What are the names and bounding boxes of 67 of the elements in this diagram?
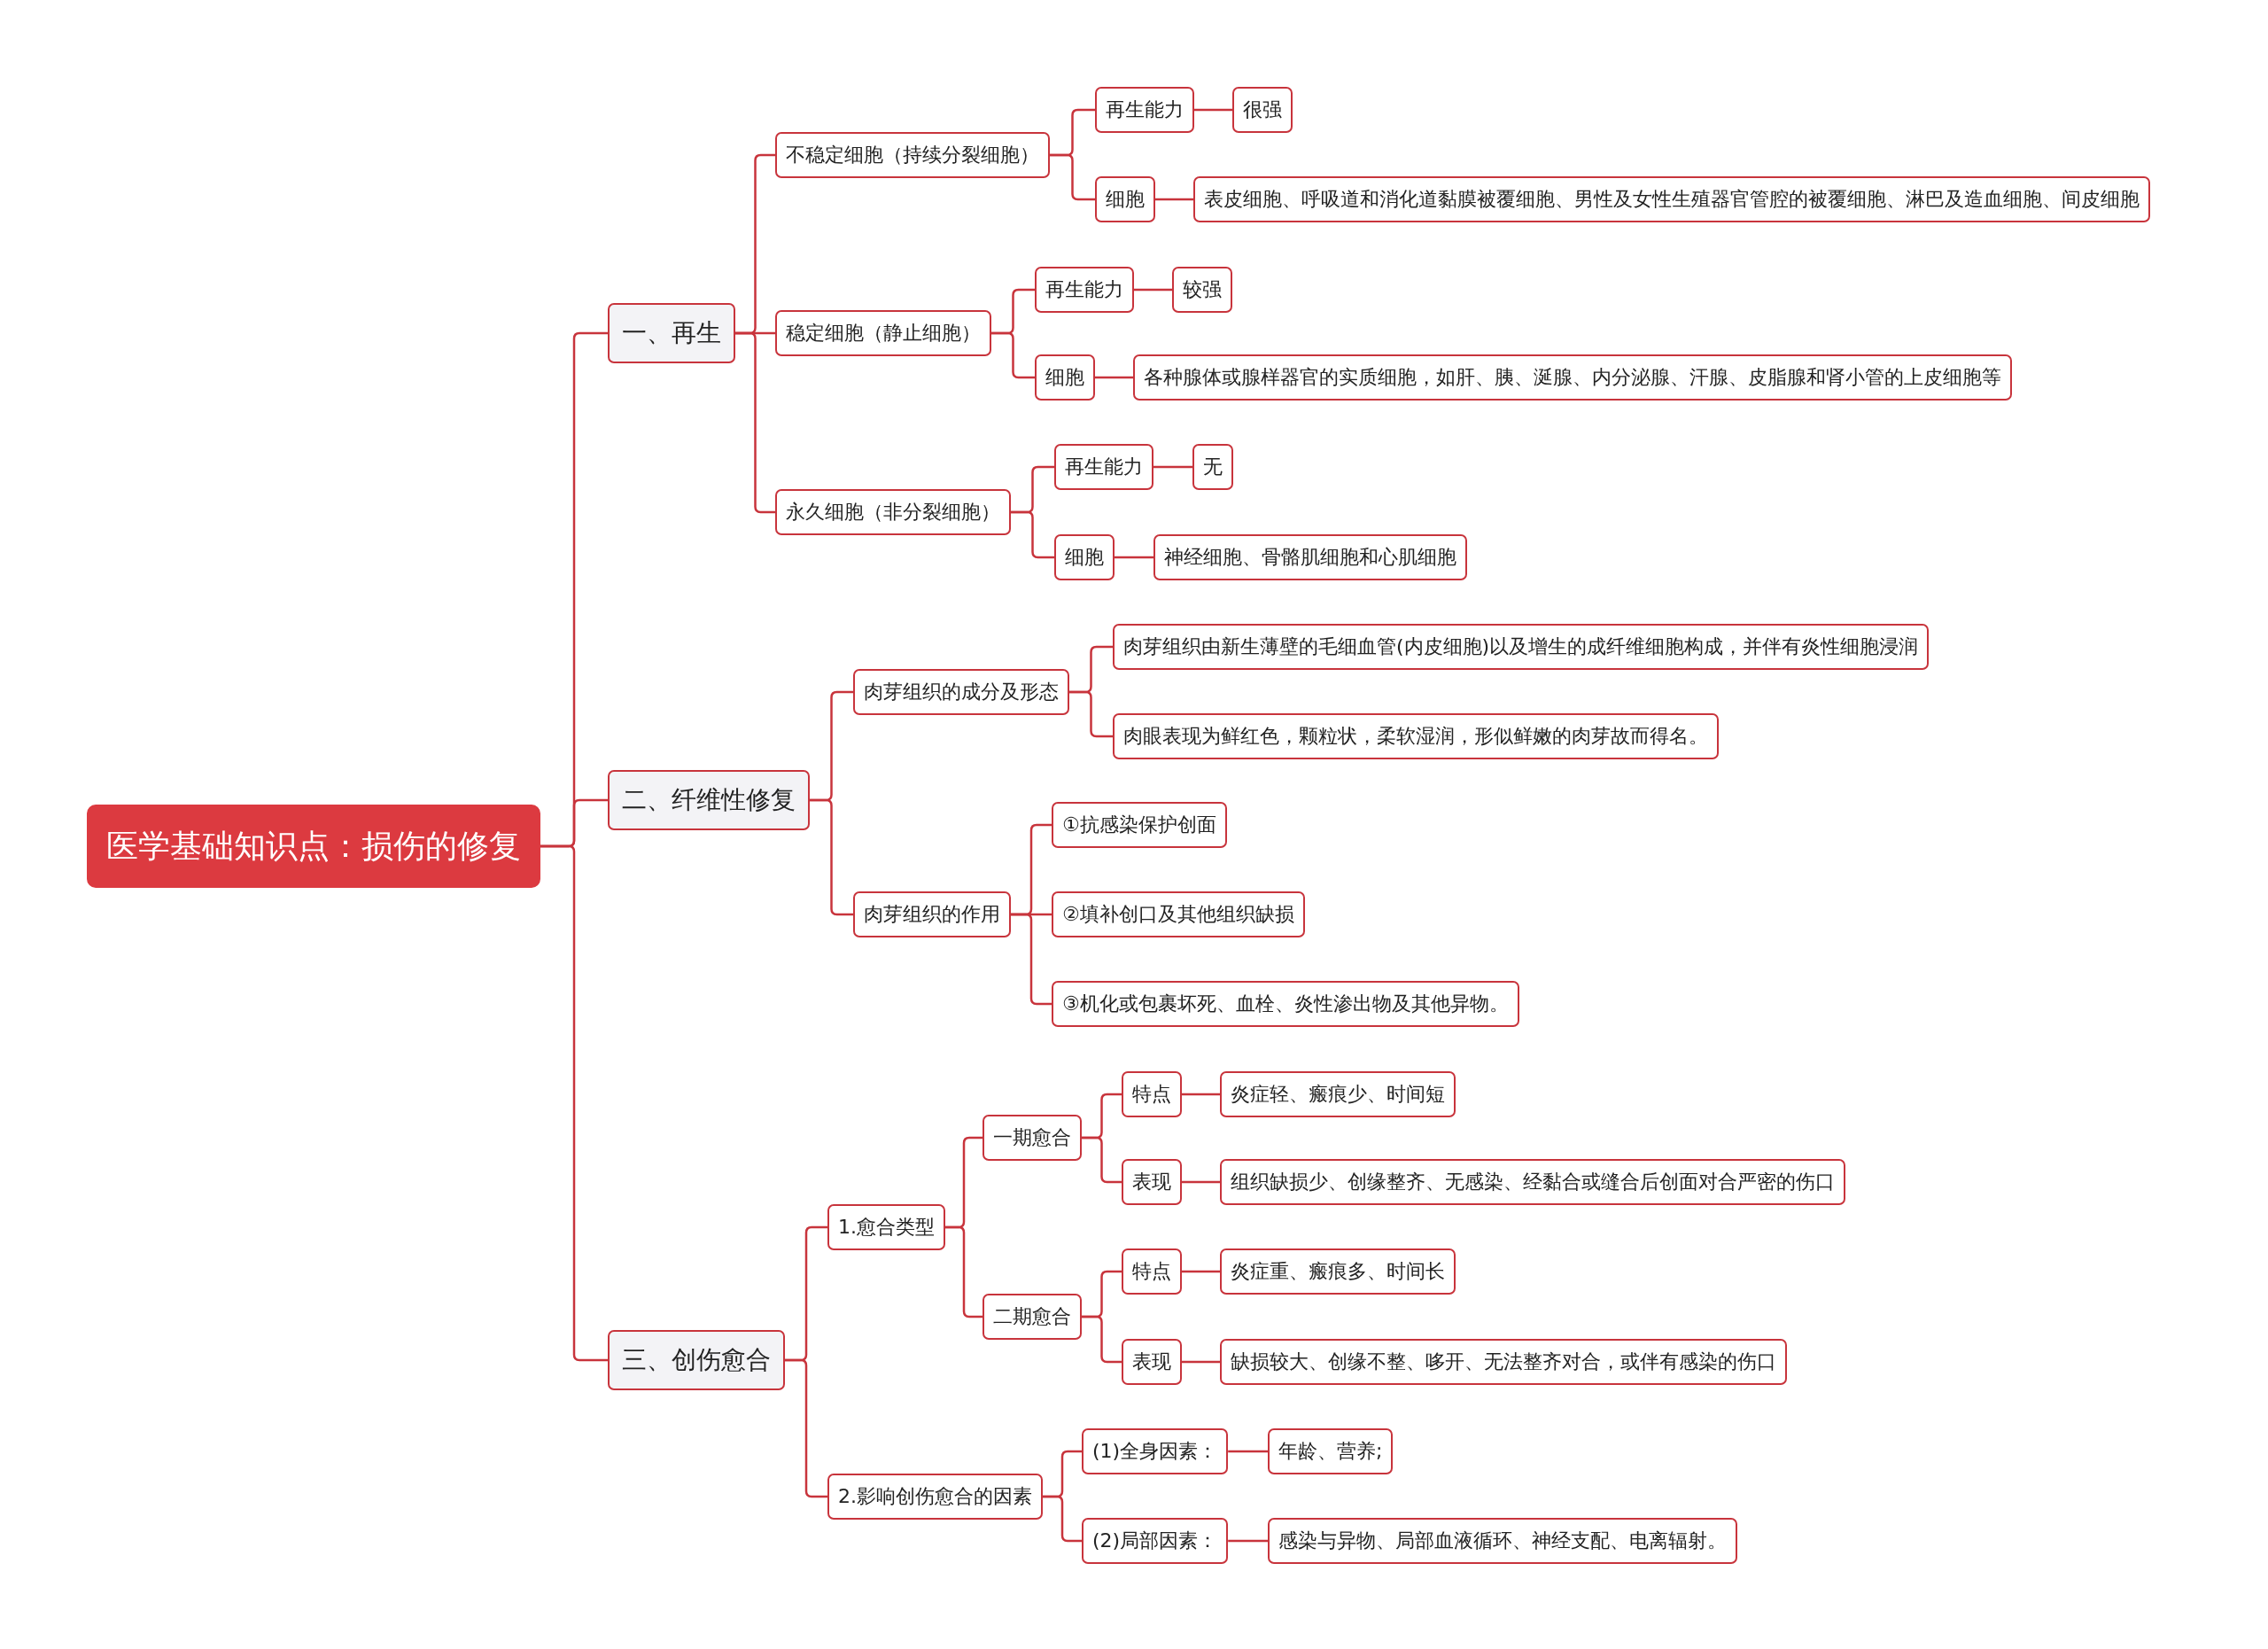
topic-box: 肉芽组织的作用: [853, 891, 1011, 937]
topic-box: 细胞: [1035, 354, 1095, 401]
topic-box: 肉芽组织的成分及形态: [853, 669, 1069, 715]
topic-box: 再生能力: [1054, 444, 1153, 490]
topic-box: (2)局部因素：: [1082, 1518, 1229, 1564]
topic-box: ②填补创口及其他组织缺损: [1052, 891, 1305, 937]
topic-box: 细胞: [1095, 176, 1155, 222]
main-topic-box: 二、纤维性修复: [608, 770, 810, 830]
topic-box: 细胞: [1054, 534, 1115, 580]
connector-line: [1115, 556, 1153, 559]
topic-box: 炎症轻、瘢痕少、时间短: [1220, 1071, 1456, 1117]
topic-box: 缺损较大、创缘不整、哆开、无法整齐对合，或伴有感染的伤口: [1220, 1339, 1787, 1385]
topic-box: 感染与异物、局部血液循环、神经支配、电离辐射。: [1268, 1518, 1737, 1564]
connector-line: [1050, 153, 1095, 201]
connector-line: [945, 1225, 983, 1318]
topic-box: 特点: [1122, 1248, 1182, 1295]
topic-box: 特点: [1122, 1071, 1182, 1117]
connector-line: [1153, 465, 1192, 469]
topic-box: 炎症重、瘢痕多、时间长: [1220, 1248, 1456, 1295]
topic-box: 再生能力: [1035, 267, 1134, 313]
connector-line: [1228, 1539, 1268, 1543]
connector-line: [1182, 1360, 1220, 1364]
topic-box: 永久细胞（非分裂细胞）: [775, 489, 1011, 535]
connector-line: [1069, 690, 1113, 738]
topic-box: ③机化或包裹坏死、血栓、炎性渗出物及其他异物。: [1052, 981, 1519, 1027]
topic-box: 神经细胞、骨骼肌细胞和心肌细胞: [1153, 534, 1467, 580]
main-topic-box: 三、创伤愈合: [608, 1330, 785, 1390]
connector-line: [1182, 1093, 1220, 1096]
connector-line: [735, 331, 775, 514]
connector-line: [1011, 510, 1054, 559]
topic-box: 表皮细胞、呼吸道和消化道黏膜被覆细胞、男性及女性生殖器官管腔的被覆细胞、淋巴及造血细胞、间皮细胞: [1193, 176, 2150, 222]
topic-box: 各种腺体或腺样器官的实质细胞，如肝、胰、涎腺、内分泌腺、汗腺、皮脂腺和肾小管的上皮细胞等: [1133, 354, 2012, 401]
topic-box: ①抗感染保护创面: [1052, 802, 1227, 848]
topic-box: 很强: [1232, 87, 1293, 133]
topic-box: 表现: [1122, 1159, 1182, 1205]
connector-line: [1082, 1315, 1122, 1364]
connector-line: [785, 1358, 827, 1498]
topic-box: 组织缺损少、创缘整齐、无感染、经黏合或缝合后创面对合严密的伤口: [1220, 1159, 1845, 1205]
connector-line: [1134, 288, 1172, 292]
connector-line: [810, 798, 853, 916]
topic-box: 2.影响创伤愈合的因素: [827, 1474, 1043, 1520]
connector-line: [1082, 1136, 1122, 1184]
topic-box: 一期愈合: [983, 1115, 1082, 1161]
topic-box: 较强: [1172, 267, 1232, 313]
topic-box: 不稳定细胞（持续分裂细胞）: [775, 132, 1050, 178]
topic-box: 稳定细胞（静止细胞）: [775, 310, 991, 356]
connector-line: [1194, 108, 1232, 112]
topic-box: 1.愈合类型: [827, 1204, 945, 1250]
connector-line: [1043, 1495, 1082, 1543]
connector-line: [1155, 198, 1193, 201]
connector-line: [991, 331, 1035, 379]
topic-box: 二期愈合: [983, 1294, 1082, 1340]
topic-box: 表现: [1122, 1339, 1182, 1385]
connector-line: [1182, 1180, 1220, 1184]
topic-box: 再生能力: [1095, 87, 1194, 133]
topic-box: 肉眼表现为鲜红色，颗粒状，柔软湿润，形似鲜嫩的肉芽故而得名。: [1113, 713, 1719, 759]
connector-line: [1228, 1450, 1268, 1453]
topic-box: 年龄、营养;: [1268, 1428, 1394, 1474]
topic-box: (1)全身因素：: [1082, 1428, 1229, 1474]
connector-line: [1182, 1270, 1220, 1273]
connector-line: [1095, 376, 1133, 379]
connector-line: [540, 844, 608, 1362]
connector-line: [1011, 913, 1052, 1006]
topic-box: 无: [1192, 444, 1233, 490]
root-topic-box: 医学基础知识点：损伤的修复: [87, 805, 540, 888]
main-topic-box: 一、再生: [608, 303, 735, 363]
topic-box: 肉芽组织由新生薄壁的毛细血管(内皮细胞)以及增生的成纤维细胞构成，并伴有炎性细胞浸润: [1113, 624, 1930, 670]
